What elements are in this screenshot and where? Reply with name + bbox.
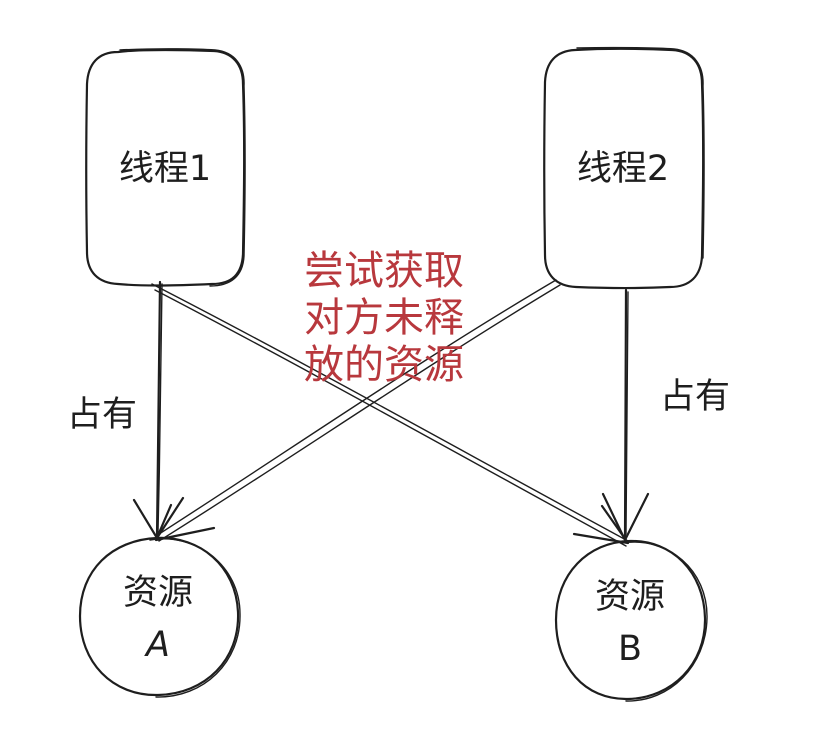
thread2-label: 线程2: [577, 149, 669, 189]
annotation-line-1: 尝试获取: [304, 248, 464, 294]
thread1-label: 线程1: [119, 149, 211, 189]
resource-b-node: 资源 B: [554, 539, 708, 702]
hold-right-arrow: [601, 288, 650, 542]
resource-a-label: 资源: [123, 573, 193, 613]
resource-a-letter: A: [144, 625, 170, 665]
thread1-box: [85, 48, 246, 287]
request-arrow-thread1-to-resource-b: [151, 283, 630, 547]
thread2-box: [543, 47, 705, 290]
hold-left-label: 占有: [67, 395, 137, 435]
thread1-node: 线程1: [85, 48, 246, 287]
resource-b-letter: B: [618, 629, 642, 669]
hold-left-arrow: [132, 280, 185, 540]
resource-a-circle: [78, 536, 240, 697]
request-arrowhead-b: [572, 504, 630, 545]
resource-b-label: 资源: [595, 577, 665, 617]
request-arrow-thread2-to-resource-a: [154, 279, 561, 542]
hold-right-label: 占有: [660, 377, 730, 417]
cross-request-annotation: 尝试获取 对方未释 放的资源: [304, 248, 464, 388]
annotation-line-3: 放的资源: [304, 342, 464, 388]
resource-b-circle: [554, 539, 707, 701]
thread2-node: 线程2: [543, 46, 705, 290]
resource-a-node: 资源 A: [78, 536, 241, 698]
request-arrowhead-a: [154, 503, 216, 542]
annotation-line-2: 对方未释: [304, 295, 464, 341]
